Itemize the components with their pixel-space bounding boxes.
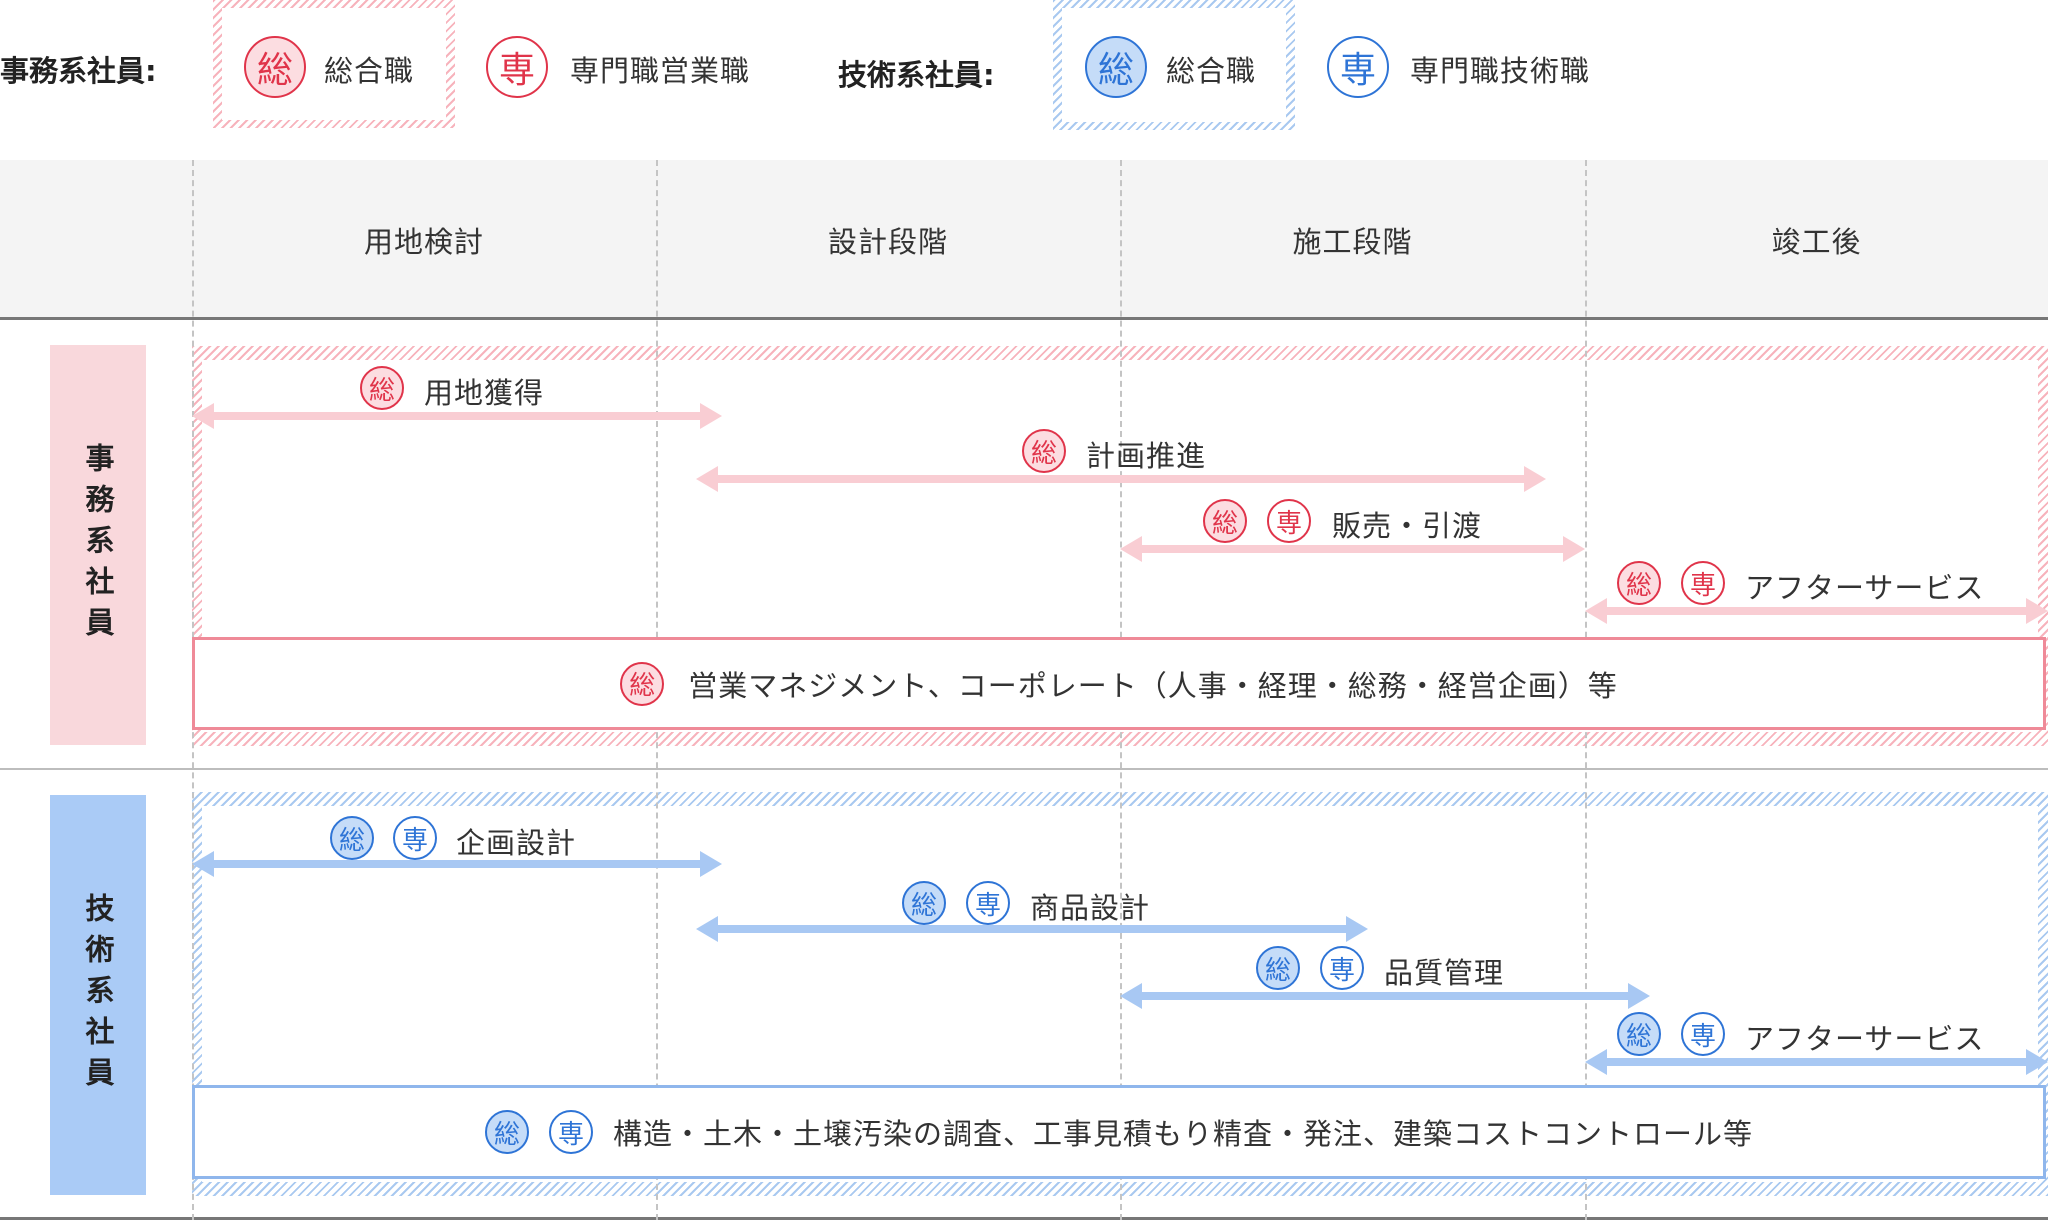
office-general-legend-label: 総合職: [324, 54, 415, 88]
office-summary-box: 総 営業マネジメント、コーポレート（人事・経理・総務・経営企画）等: [192, 637, 2046, 730]
bottom-rule: [0, 1217, 2048, 1220]
tech-summary-box: 総 専 構造・土木・土壌汚染の調査、工事見積もり精査・発注、建築コストコントロー…: [192, 1085, 2046, 1179]
phase-post-completion: 竣工後: [1771, 225, 1862, 259]
office-task-label: 販売・引渡: [1332, 509, 1483, 543]
office-summary-label: 営業マネジメント、コーポレート（人事・経理・総務・経営企画）等: [688, 668, 1618, 703]
tech-arrow-bar: [1585, 1049, 2048, 1075]
office-general-legend-badge: 総: [244, 36, 306, 98]
office-side-label: 事務系社員: [50, 345, 146, 745]
general-badge: 総: [1617, 1012, 1661, 1056]
general-badge: 総: [1617, 561, 1661, 605]
tech-special-legend-label: 専門職技術職: [1410, 54, 1591, 88]
office-special-legend-label: 専門職営業職: [570, 54, 751, 88]
phase-design: 設計段階: [827, 225, 948, 259]
general-badge: 総: [620, 661, 665, 706]
general-badge: 総: [360, 366, 404, 410]
specialist-badge: 専: [1320, 946, 1364, 990]
tech-task-label: 商品設計: [1030, 891, 1151, 925]
tech-side-label: 技術系社員: [50, 795, 146, 1195]
specialist-badge: 専: [1681, 1012, 1725, 1056]
office-task-label: 計画推進: [1086, 439, 1207, 473]
tech-special-legend-badge: 専: [1327, 36, 1389, 98]
general-badge: 総: [1203, 499, 1247, 543]
office-arrow-bar: [1585, 598, 2048, 624]
general-badge: 総: [1022, 429, 1066, 473]
office-legend-title: 事務系社員:: [0, 54, 157, 88]
specialist-badge: 専: [1681, 561, 1725, 605]
office-special-legend-badge: 専: [486, 36, 548, 98]
general-badge: 総: [902, 881, 946, 925]
tech-arrow-bar: [696, 916, 1368, 942]
tech-legend-title: 技術系社員:: [838, 58, 995, 92]
tech-task-label: 品質管理: [1384, 956, 1505, 990]
section-divider: [0, 768, 2048, 770]
tech-task-label: 企画設計: [456, 826, 577, 860]
phase-header: [0, 160, 2048, 320]
tech-arrow-bar: [192, 851, 722, 877]
tech-general-legend-label: 総合職: [1166, 54, 1257, 88]
general-badge: 総: [1256, 946, 1300, 990]
specialist-badge: 専: [966, 881, 1010, 925]
phase-construction: 施工段階: [1292, 225, 1413, 259]
specialist-badge: 専: [393, 816, 437, 860]
specialist-badge: 専: [1267, 499, 1311, 543]
tech-summary-label: 構造・土木・土壌汚染の調査、工事見積もり精査・発注、建築コストコントロール等: [612, 1117, 1753, 1151]
office-task-label: アフターサービス: [1745, 571, 1985, 605]
office-arrow-bar: [192, 403, 722, 429]
general-badge: 総: [484, 1110, 529, 1154]
specialist-badge: 専: [548, 1110, 593, 1154]
office-arrow-bar: [1120, 536, 1585, 562]
tech-general-legend-badge: 総: [1085, 36, 1147, 98]
tech-task-label: アフターサービス: [1745, 1022, 1985, 1056]
tech-arrow-bar: [1120, 983, 1650, 1009]
general-badge: 総: [330, 816, 374, 860]
office-task-label: 用地獲得: [424, 376, 545, 410]
phase-site-study: 用地検討: [363, 225, 484, 259]
office-arrow-bar: [696, 466, 1546, 492]
